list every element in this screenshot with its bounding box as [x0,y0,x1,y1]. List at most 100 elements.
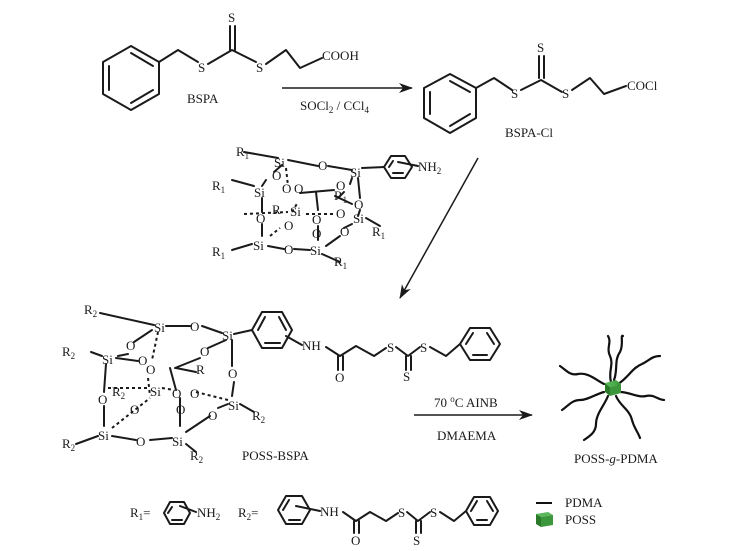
o-atom: O [340,224,349,239]
poss-bspa-structure: Si Si Si Si Si Si Si O O O O O O O O O O… [62,302,501,465]
o-atom: O [354,197,363,212]
carbonyl-oxygen: O [351,533,360,548]
benzyl-ring [459,327,501,361]
o-atom: O [256,211,265,226]
o-atom: O [98,392,107,407]
thione-sulfur: S [413,533,420,548]
thione-sulfur: S [403,369,410,384]
aminophenyl-poss-structure: Si Si Si Si Si Si Si O O O O O O O O O O… [212,144,441,271]
r2-substituent: R2 [62,344,75,361]
pdma-chain [558,364,606,386]
reaction-arrow-step1: SOCl2 / CCl4 [282,83,413,115]
amine-group: NH2 [418,159,441,176]
sulfur-atom: S [398,505,405,520]
r1-substituent: R1 [212,244,225,261]
o-atom: O [282,181,291,196]
bspa-cl-structure: S S S COCl BSPA-Cl [423,40,658,140]
poss-g-pdma-label: POSS-g-PDMA [574,451,658,466]
si-atom: Si [353,211,364,226]
o-atom: O [138,353,147,368]
bspa-structure: S S S COOH BSPA [102,10,359,111]
benzene-ring [102,45,160,111]
pdma-chain [560,390,606,412]
r2-substituent: R2 [62,436,75,453]
pdma-chain [606,334,613,384]
acyl-chloride-group: COCl [627,78,658,93]
pdma-chain [616,354,662,386]
o-atom: O [228,366,237,381]
amine-group: NH2 [197,505,220,522]
r-substituent: R [272,202,281,217]
amide-nh: NH [302,338,321,353]
benzene-ring [423,73,477,134]
amide-nh: NH [320,504,339,519]
r2-substituent: R2 [252,408,265,425]
pdma-chain [618,390,666,402]
sulfur-atom: S [198,60,205,75]
poss-g-pdma-star: POSS-g-PDMA [558,334,666,466]
o-atom: O [284,242,293,257]
o-atom: O [318,158,327,173]
r1-definition-label: R1= [130,505,151,522]
o-atom: O [190,319,199,334]
r1-substituent: R1 [334,188,347,205]
si-atom: Si [350,165,361,180]
reagent-socl2-ccl4: SOCl2 / CCl4 [300,98,369,115]
condition-monomer: DMAEMA [437,428,497,443]
si-atom: Si [98,428,109,443]
o-atom: O [336,206,345,221]
o-atom: O [146,362,155,377]
o-atom: O [208,408,217,423]
o-atom: O [312,212,321,227]
si-atom: Si [310,243,321,258]
o-atom: O [284,218,293,233]
si-atom: Si [253,238,264,253]
si-atom: Si [228,398,239,413]
o-atom: O [336,178,345,193]
o-atom: O [130,402,139,417]
carbonyl-oxygen: O [335,370,344,385]
reaction-arrow-step3: 70 oC AINB DMAEMA [414,394,533,443]
o-atom: O [272,168,281,183]
legend-label-poss: POSS [565,512,596,527]
phenyl-ring [251,311,293,349]
sulfur-atom: S [430,505,437,520]
poss-bspa-label: POSS-BSPA [242,448,309,463]
si-atom: Si [274,155,285,170]
r1-substituent: R1 [334,254,347,271]
pdma-chain [614,394,642,440]
sulfur-atom: S [562,86,569,101]
thione-sulfur: S [537,40,544,55]
sulfur-atom: S [511,86,518,101]
carboxyl-group: COOH [322,48,359,63]
r2-definition-label: R2= [238,505,259,522]
o-atom: O [200,344,209,359]
aminophenyl-ring [383,155,419,179]
o-atom: O [190,386,199,401]
r2-substituent: R2 [84,302,97,319]
r-substituent: R [196,362,205,377]
o-atom: O [136,434,145,449]
r1-substituent: R1 [212,178,225,195]
r2-substituent: R2 [190,448,203,465]
o-atom: O [312,226,321,241]
si-atom: Si [102,352,113,367]
thione-sulfur: S [228,10,235,25]
reaction-arrow-step2 [399,157,479,299]
si-atom: Si [150,384,161,399]
bspa-cl-label: BSPA-Cl [505,125,553,140]
si-atom: Si [154,320,165,335]
si-atom: Si [222,328,233,343]
pdma-chain [582,394,610,442]
o-atom: O [176,402,185,417]
pdma-chain [612,334,625,382]
r1-definition: R1= NH2 [130,501,220,525]
o-atom: O [126,338,135,353]
legend-label-pdma: PDMA [565,495,603,510]
r2-substituent: R2 [112,384,125,401]
r1-substituent: R1 [236,144,249,161]
sulfur-atom: S [256,60,263,75]
o-atom: O [294,181,303,196]
sulfur-atom: S [387,340,394,355]
